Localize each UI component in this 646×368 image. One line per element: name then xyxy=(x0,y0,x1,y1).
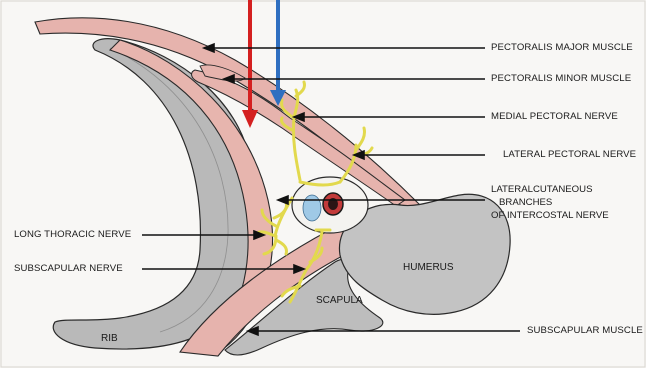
label-medial-pectoral-nerve: MEDIAL PECTORAL NERVE xyxy=(491,111,618,123)
label-pectoralis-major: PECTORALIS MAJOR MUSCLE xyxy=(491,42,633,54)
label-pectoralis-minor: PECTORALIS MINOR MUSCLE xyxy=(491,73,631,85)
label-rib: RIB xyxy=(101,333,118,344)
label-subscapular-muscle: SUBSCAPULAR MUSCLE xyxy=(527,325,643,337)
label-subscapular-nerve: SUBSCAPULAR NERVE xyxy=(14,263,123,275)
label-lateral-cutaneous-branches: LATERALCUTANEOUS BRANCHES OF INTERCOSTAL… xyxy=(491,183,609,222)
label-lateral-cutaneous-line3: OF INTERCOSTAL NERVE xyxy=(491,209,609,222)
label-lateral-cutaneous-line1: LATERALCUTANEOUS xyxy=(491,183,609,196)
label-long-thoracic-nerve: LONG THORACIC NERVE xyxy=(14,229,131,241)
axillary-vein xyxy=(303,195,321,221)
label-lateral-pectoral-nerve: LATERAL PECTORAL NERVE xyxy=(503,149,636,161)
label-humerus: HUMERUS xyxy=(403,262,454,273)
label-scapula: SCAPULA xyxy=(316,295,363,306)
label-lateral-cutaneous-line2: BRANCHES xyxy=(491,196,609,209)
